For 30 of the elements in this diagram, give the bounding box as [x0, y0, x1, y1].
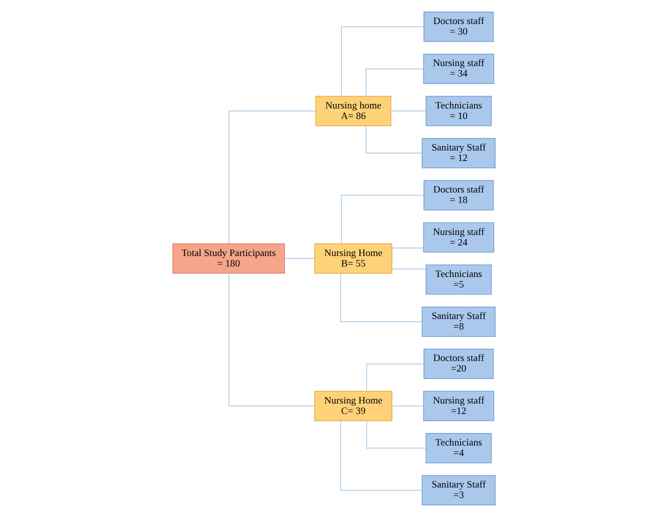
node-box: Nursing staff =12: [423, 390, 494, 421]
connector: [366, 125, 422, 153]
node-box: Nursing Home B= 55: [314, 242, 392, 274]
connector: [392, 405, 424, 406]
connector: [340, 420, 422, 490]
connector: [228, 110, 316, 244]
node-box: Technicians =4: [426, 432, 492, 463]
node-box: Nursing Home C= 39: [314, 390, 392, 421]
connector: [341, 26, 424, 96]
node-box: Nursing home A= 86: [315, 95, 392, 126]
node-box: Nursing staff = 34: [423, 53, 494, 84]
node-box: Sanitary Staff =3: [422, 474, 496, 505]
connector: [340, 272, 422, 322]
connector: [366, 363, 424, 391]
node-box: Doctors staff = 18: [424, 180, 494, 210]
node-box: Doctors staff =20: [424, 348, 494, 378]
connector: [228, 272, 316, 406]
node-box: Nursing staff = 24: [423, 222, 494, 252]
connector: [392, 247, 424, 248]
node-box: Doctors staff = 30: [424, 11, 494, 42]
connector: [366, 68, 424, 96]
connector: [366, 420, 426, 448]
node-box: Total Study Participants = 180: [172, 242, 285, 274]
connector: [392, 268, 426, 269]
node-box: Technicians = 10: [426, 95, 492, 126]
connector: [390, 110, 426, 111]
node-box: Sanitary Staff = 12: [422, 138, 496, 168]
node-box: Sanitary Staff =8: [422, 306, 496, 336]
node-box: Technicians =5: [426, 264, 492, 294]
connector: [341, 194, 424, 244]
